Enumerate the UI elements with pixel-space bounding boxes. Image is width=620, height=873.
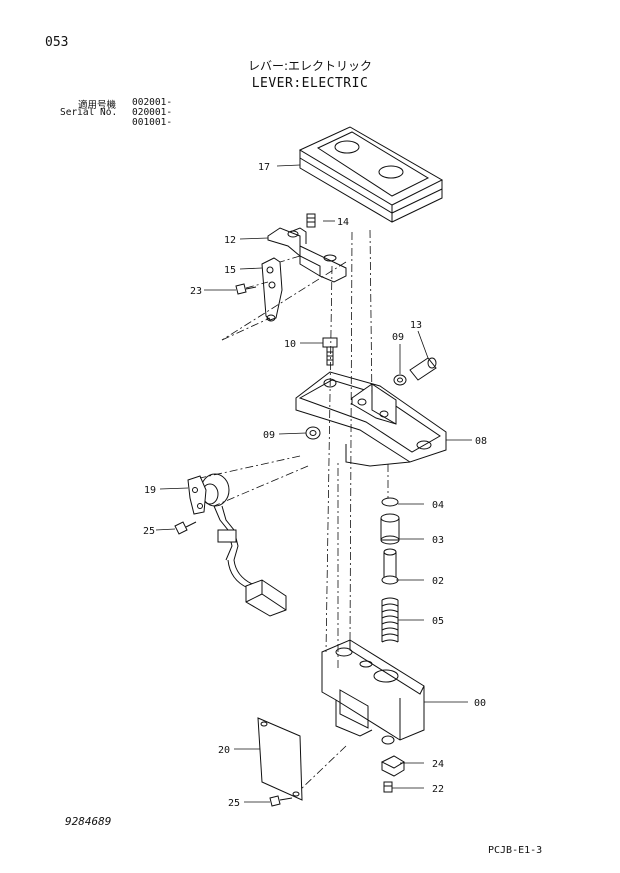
- callout-labels: 17 14 12 15 23 10 09 13 09 08 19 04 25 0…: [143, 162, 487, 809]
- callout-25-lower: 25: [228, 798, 240, 809]
- part-14-screw: [306, 213, 316, 228]
- applicable-label: 適用号機: [78, 100, 117, 111]
- serial-label: Serial No.: [60, 107, 118, 118]
- part-12-bracket: [267, 227, 347, 283]
- part-08-lever-body: [295, 371, 447, 467]
- drawing-number: 9284689: [65, 815, 112, 828]
- part-15-plate: [261, 257, 283, 322]
- callout-14: 14: [337, 217, 349, 228]
- callout-04: 04: [432, 500, 444, 511]
- callout-02: 02: [432, 576, 444, 587]
- part-02-plunger: [381, 548, 399, 585]
- alignment-lines: [199, 229, 389, 791]
- callout-12: 12: [224, 235, 236, 246]
- part-22-bolt: [383, 781, 393, 793]
- part-20-cover-plate: [257, 717, 303, 801]
- callout-23: 23: [190, 286, 202, 297]
- callout-25-upper: 25: [143, 526, 155, 537]
- serial-range-1: 002001-: [132, 97, 173, 108]
- leader-lines: [155, 164, 472, 803]
- callout-24: 24: [432, 759, 444, 770]
- part-24-clip: [380, 755, 405, 777]
- part-09-upper-bushing: [393, 374, 407, 386]
- serial-range-3: 001001-: [132, 117, 173, 128]
- part-25-upper-screw: [174, 521, 197, 535]
- part-04-oring: [381, 497, 399, 507]
- callout-20: 20: [218, 745, 230, 756]
- callout-09-lower: 09: [263, 430, 275, 441]
- part-05-spring: [381, 597, 399, 643]
- serial-range-2: 020001-: [132, 107, 173, 118]
- callout-05: 05: [432, 616, 444, 627]
- callout-17: 17: [258, 162, 270, 173]
- title-japanese: レバー:エレクトリック: [247, 59, 373, 73]
- callout-19: 19: [144, 485, 156, 496]
- callout-09-upper: 09: [392, 332, 404, 343]
- title-english: LEVER:ELECTRIC: [251, 76, 369, 91]
- part-19-switch: [187, 473, 287, 617]
- page-code: PCJB-E1-3: [488, 845, 543, 856]
- part-13-pin: [409, 357, 437, 381]
- part-25-lower-screw: [269, 795, 293, 807]
- callout-03: 03: [432, 535, 444, 546]
- callout-10: 10: [284, 339, 296, 350]
- callout-15: 15: [224, 265, 236, 276]
- callout-08: 08: [475, 436, 487, 447]
- part-10-bolt: [322, 337, 338, 366]
- callout-22: 22: [432, 784, 444, 795]
- part-23-screw: [235, 283, 257, 295]
- part-17-cover: [298, 126, 444, 223]
- callout-13: 13: [410, 320, 422, 331]
- callout-00: 00: [474, 698, 486, 709]
- part-09-lower-bushing: [305, 426, 321, 440]
- part-03-guide: [380, 513, 400, 545]
- page-number: 053: [45, 35, 69, 50]
- part-00-housing: [321, 639, 425, 745]
